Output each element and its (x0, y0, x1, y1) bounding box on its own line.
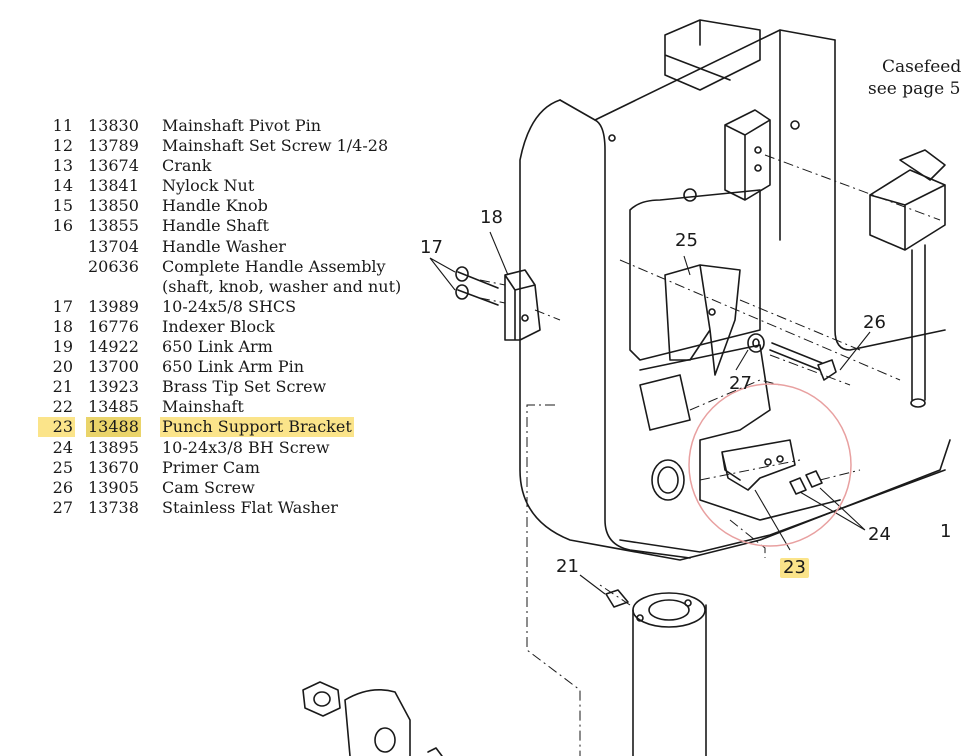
part-description: Punch Support Bracket (160, 417, 354, 438)
cam-screw (769, 342, 823, 371)
part-description: Handle Washer (162, 236, 286, 256)
part-code: 13700 (88, 357, 139, 377)
part-code: 14922 (88, 337, 139, 357)
part-description: 650 Link Arm Pin (162, 357, 305, 377)
part-description: 650 Link Arm (162, 337, 273, 357)
part-number: 22 (52, 397, 73, 417)
part-description: Brass Tip Set Screw (162, 377, 327, 397)
part-description: Primer Cam (162, 457, 260, 477)
part-code: 13905 (88, 477, 139, 497)
frame-inner-lower (639, 344, 841, 521)
part-description: Cam Screw (162, 477, 255, 497)
part-description: Nylock Nut (162, 176, 255, 196)
frame-left-face (559, 99, 691, 559)
part-description: Handle Knob (162, 196, 268, 216)
callout-24: 24 (868, 524, 891, 545)
part-description: Indexer Block (162, 316, 275, 336)
part-description: 10-24x5/8 SHCS (162, 296, 297, 316)
part-description: Crank (162, 156, 212, 176)
top-mount (664, 19, 761, 91)
part-number: 19 (52, 337, 73, 357)
callout-27: 27 (729, 373, 752, 394)
part-number: 14 (52, 176, 73, 196)
callout-17: 17 (420, 237, 443, 258)
part-description: Handle Shaft (162, 216, 269, 236)
shcs-screws (457, 271, 499, 306)
part-description: Mainshaft Pivot Pin (162, 116, 322, 135)
part-number: 15 (52, 196, 73, 216)
part-number: 25 (52, 457, 73, 477)
part-number: 17 (52, 296, 73, 316)
part-description: (shaft, knob, washer and nut) (162, 276, 402, 296)
part-number: 13 (52, 156, 73, 176)
part-code: 13855 (88, 216, 139, 236)
callout-1: 1 (940, 521, 952, 542)
part-number: 21 (52, 377, 73, 397)
part-code: 13841 (88, 176, 139, 196)
part-code: 20636 (88, 256, 139, 276)
callout-26: 26 (863, 312, 886, 333)
part-description: Stainless Flat Washer (162, 497, 338, 517)
casefeed-note: Casefeed see page 5 (868, 56, 961, 100)
part-code: 13674 (88, 156, 139, 176)
frame-back-pillar (779, 29, 946, 351)
casefeed-line2: see page 5 (868, 79, 961, 99)
part-code: 13488 (86, 417, 141, 438)
top-bracket (724, 109, 771, 201)
part-code: 16776 (88, 316, 139, 336)
primer-cam (664, 264, 741, 376)
indexer-block (504, 269, 541, 341)
part-code: 13850 (88, 196, 139, 216)
mainshaft (632, 604, 707, 756)
punch-support-bracket (721, 439, 796, 491)
part-number: 18 (52, 316, 73, 336)
part-number: 12 (52, 136, 73, 156)
part-code: 13704 (88, 236, 139, 256)
highlight-circle (688, 383, 852, 547)
frame-inner-window (629, 189, 761, 361)
part-code: 13670 (88, 457, 139, 477)
part-number: 11 (52, 116, 73, 135)
callout-23: 23 (780, 558, 809, 578)
frame-base (619, 469, 946, 553)
part-code: 13895 (88, 437, 139, 457)
part-code: 13923 (88, 377, 139, 397)
part-code: 13989 (88, 296, 139, 316)
part-number: 26 (52, 477, 73, 497)
part-description: 10-24x3/8 BH Screw (162, 437, 330, 457)
part-description: Mainshaft (162, 397, 244, 417)
part-description: Complete Handle Assembly (162, 256, 386, 276)
part-number: 23 (38, 417, 75, 438)
part-number: 24 (52, 437, 73, 457)
callout-25: 25 (675, 230, 698, 251)
part-code: 13789 (88, 136, 139, 156)
part-code: 13830 (88, 116, 139, 135)
part-description: Mainshaft Set Screw 1/4-28 (162, 136, 389, 156)
callout-18: 18 (480, 207, 503, 228)
casefeed-line1: Casefeed (882, 57, 961, 77)
frame-outer (519, 99, 951, 561)
part-number: 27 (52, 497, 73, 517)
part-code: 13485 (88, 397, 139, 417)
callout-21: 21 (556, 556, 579, 577)
part-code: 13738 (88, 497, 139, 517)
part-number: 20 (52, 357, 73, 377)
part-number: 16 (52, 216, 73, 236)
